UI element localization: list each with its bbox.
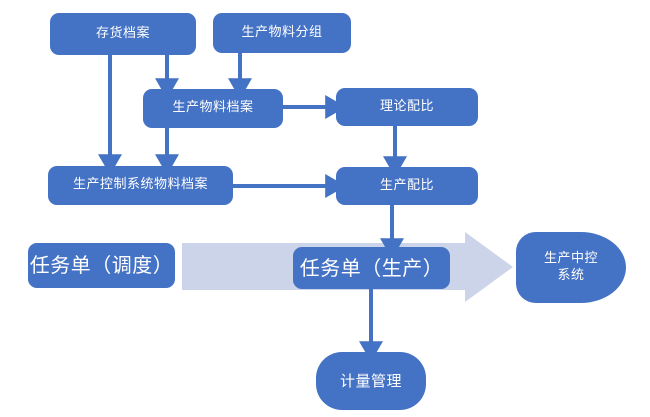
node-label: 理论配比: [379, 98, 434, 114]
node-task-order-scheduling[interactable]: 任务单（调度）: [28, 243, 175, 288]
node-label: 生产中控 系统: [543, 251, 598, 283]
node-production-material-group[interactable]: 生产物料分组: [213, 13, 351, 53]
node-control-system-material-file[interactable]: 生产控制系统物料档案: [48, 166, 233, 205]
node-task-order-production[interactable]: 任务单（生产）: [293, 247, 450, 289]
node-label: 生产控制系统物料档案: [72, 177, 208, 193]
node-theoretical-ratio[interactable]: 理论配比: [336, 88, 478, 126]
node-label: 计量管理: [339, 371, 402, 390]
node-production-material-file[interactable]: 生产物料档案: [143, 89, 283, 128]
node-label: 生产配比: [379, 177, 434, 193]
node-metering-management[interactable]: 计量管理: [316, 352, 426, 410]
node-label: 任务单（生产）: [299, 255, 444, 280]
node-inventory-archive[interactable]: 存货档案: [50, 13, 196, 55]
node-label: 生产物料分组: [241, 24, 323, 40]
node-central-control-system[interactable]: 生产中控 系统: [516, 232, 626, 303]
node-label: 任务单（调度）: [29, 253, 174, 277]
node-production-ratio[interactable]: 生产配比: [336, 167, 478, 205]
node-label: 存货档案: [95, 25, 150, 41]
node-label: 生产物料档案: [172, 100, 254, 116]
